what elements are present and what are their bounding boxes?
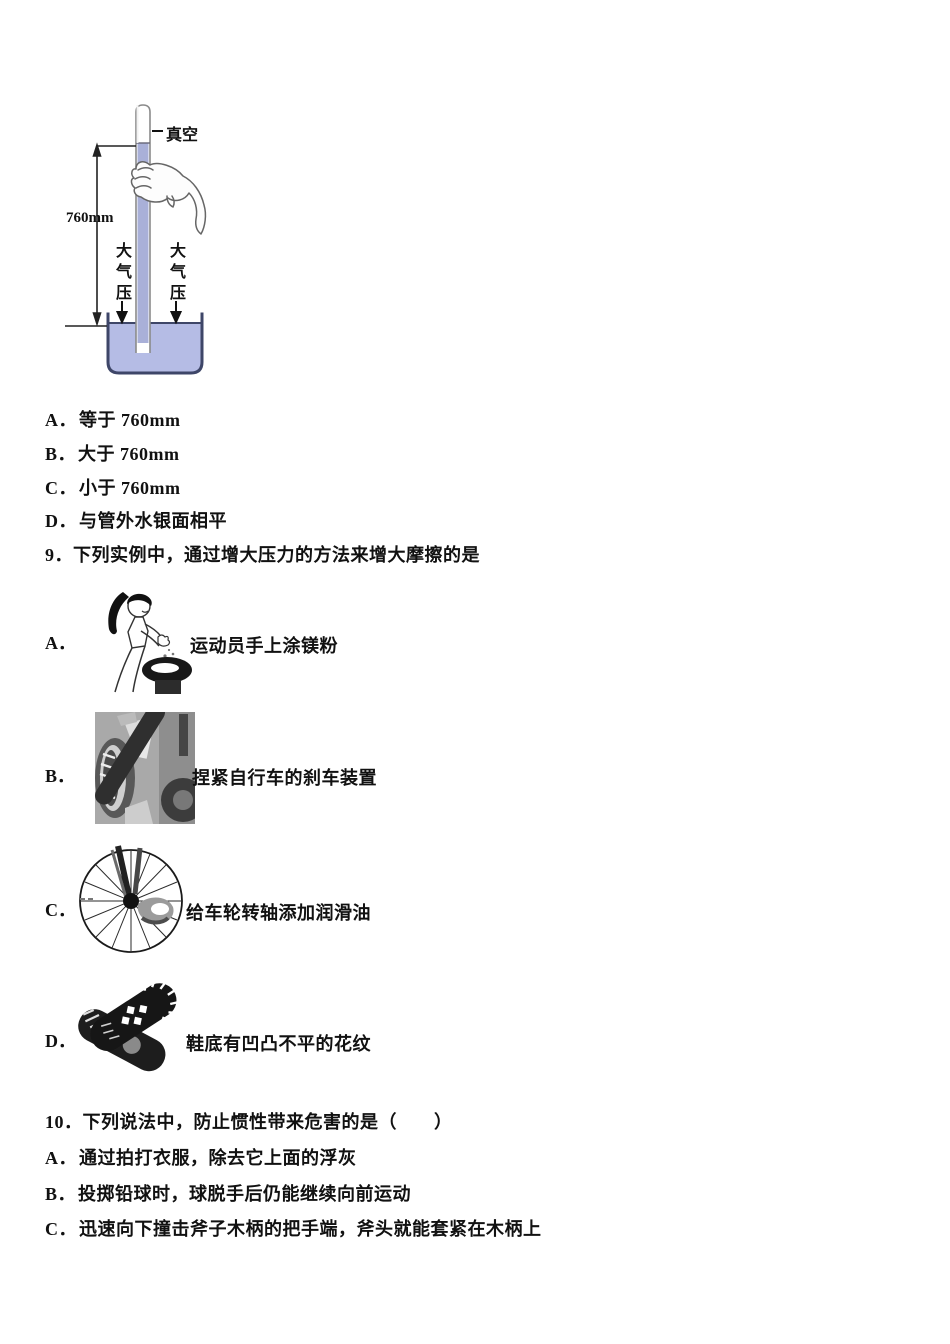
barometer-figure: 真空 760mm 大气压 大气压 (55, 95, 325, 387)
option-letter: D． (45, 511, 77, 531)
q9-option-b-caption: 捏紧自行车的刹车装置 (192, 768, 377, 788)
q9-option-c-letter: C． (45, 900, 76, 920)
atmospheric-pressure-label-left: 大气压 (113, 242, 130, 305)
bicycle-brake-icon (95, 712, 195, 824)
option-text: 与管外水银面相平 (79, 511, 227, 531)
q9-stem: 9．下列实例中，通过增大压力的方法来增大摩擦的是 (45, 545, 480, 565)
q10-option-b: B．投掷铅球时，球脱手后仍能继续向前运动 (45, 1184, 411, 1204)
option-text: 通过拍打衣服，除去它上面的浮灰 (79, 1148, 357, 1168)
dimension-lines (65, 142, 136, 327)
option-text: 迅速向下撞击斧子木柄的把手端，斧头就能套紧在木柄上 (79, 1219, 542, 1239)
shoe-soles-image (72, 980, 190, 1078)
q8-option-d: D．与管外水银面相平 (45, 511, 227, 531)
bicycle-brake-image (95, 712, 195, 824)
hand-icon (130, 161, 207, 235)
shoe-soles-icon (78, 980, 182, 1072)
q8-option-a: A．等于 760mm (45, 410, 181, 430)
option-text: 投掷铅球时，球脱手后仍能继续向前运动 (78, 1184, 412, 1204)
container-outline (106, 312, 204, 375)
atmospheric-pressure-label-right: 大气压 (167, 242, 184, 305)
option-letter: B． (45, 444, 77, 464)
pressure-arrows (115, 301, 183, 325)
q10-stem: 10．下列说法中，防止惯性带来危害的是（ ） (45, 1112, 453, 1132)
q9-option-d-caption: 鞋底有凹凸不平的花纹 (186, 1034, 371, 1054)
q9-option-b-letter: B． (45, 766, 76, 786)
option-text: 等于 760mm (79, 410, 181, 430)
q9-option-d-letter: D． (45, 1031, 76, 1051)
option-text: 大于 760mm (78, 444, 180, 464)
gymnast-chalk-icon (108, 592, 192, 694)
option-letter: C． (45, 478, 77, 498)
q9-option-a-caption: 运动员手上涂镁粉 (190, 636, 338, 656)
barometer-svg (65, 104, 207, 375)
q8-option-c: C．小于 760mm (45, 478, 181, 498)
option-text: 小于 760mm (79, 478, 181, 498)
option-letter: C． (45, 1219, 77, 1239)
q10-option-a: A．通过拍打衣服，除去它上面的浮灰 (45, 1148, 357, 1168)
height-label: 760mm (66, 210, 114, 226)
option-letter: B． (45, 1184, 77, 1204)
wheel-axle-oil-image (78, 844, 188, 956)
q9-option-a-letter: A． (45, 633, 76, 653)
mercury-column (137, 143, 149, 343)
vacuum-label: 真空 (166, 127, 199, 144)
q10-option-c: C．迅速向下撞击斧子木柄的把手端，斧头就能套紧在木柄上 (45, 1219, 542, 1239)
option-letter: A． (45, 1148, 77, 1168)
q8-option-b: B．大于 760mm (45, 444, 180, 464)
q9-option-c-caption: 给车轮转轴添加润滑油 (186, 903, 371, 923)
gymnast-chalk-image (95, 584, 195, 696)
wheel-axle-oil-icon (79, 845, 183, 953)
option-letter: A． (45, 410, 77, 430)
container-liquid (108, 323, 202, 373)
